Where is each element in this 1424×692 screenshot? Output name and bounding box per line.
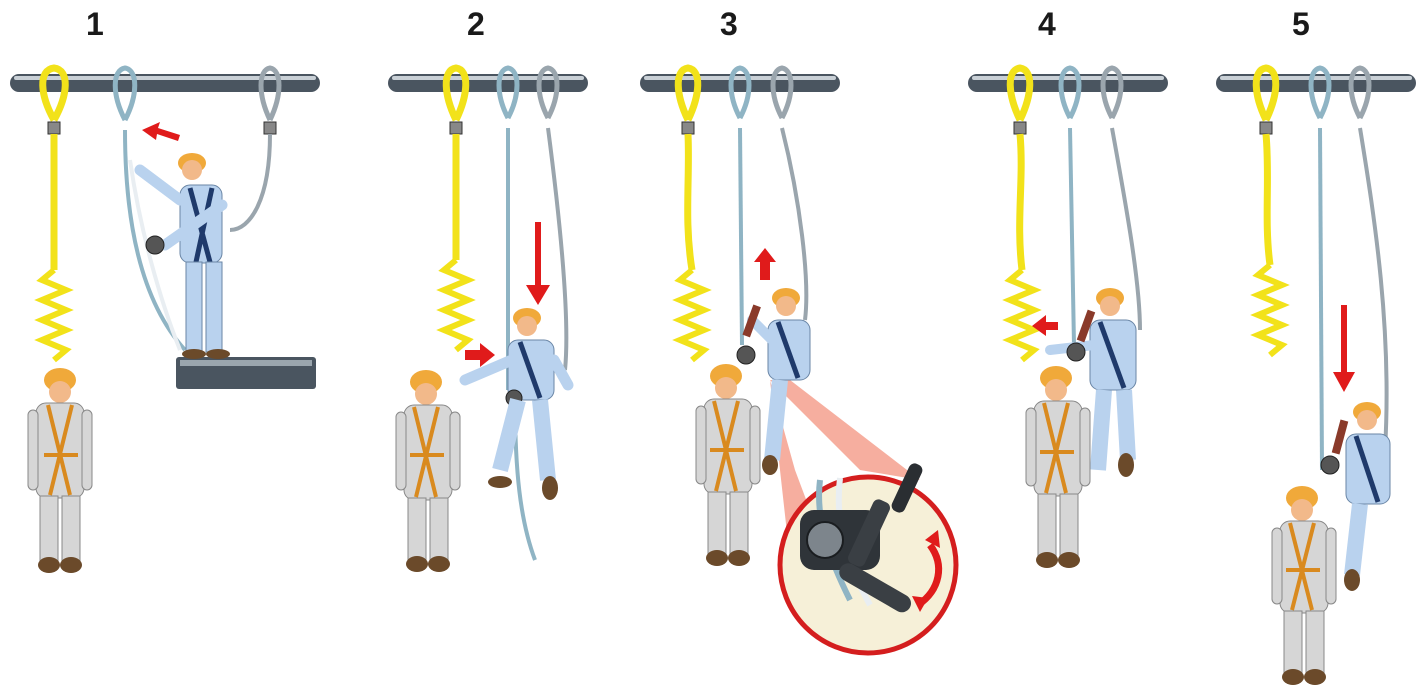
rescuer-figure [140, 153, 230, 359]
step-3-panel [640, 68, 956, 653]
step-2-panel [388, 68, 588, 572]
step-4-panel [968, 68, 1168, 568]
victim-figure [28, 368, 92, 573]
shock-absorber-coil [444, 260, 468, 350]
red-arrow-icon [142, 122, 180, 141]
red-arrow-icon [526, 222, 550, 305]
shock-absorber-coil [1010, 270, 1034, 360]
victim-figure [1026, 366, 1090, 568]
victim-figure [1272, 486, 1336, 685]
step-5-panel [1216, 68, 1416, 685]
red-arrow-icon [754, 248, 776, 280]
red-arrow-icon [1333, 305, 1355, 392]
shock-absorber-coil [1258, 265, 1282, 355]
victim-figure [696, 364, 760, 566]
victim-figure [396, 370, 460, 572]
descender-detail-inset [780, 461, 956, 653]
shock-absorber-coil [680, 270, 704, 360]
red-arrow-icon [1032, 315, 1058, 336]
step-1-panel [10, 68, 320, 573]
shock-absorber-coil [42, 270, 66, 360]
